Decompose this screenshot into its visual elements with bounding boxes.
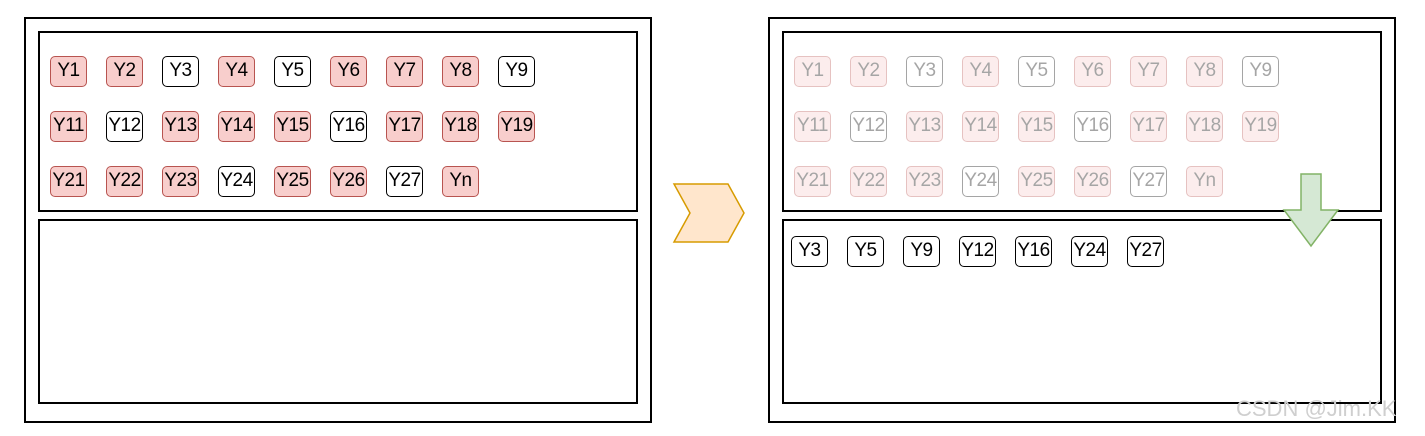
faded-item-chip: Y7 (1130, 56, 1167, 87)
faded-item-chip: Y12 (850, 111, 887, 142)
item-chip: Y24 (218, 166, 255, 197)
item-chip: Y18 (442, 111, 479, 142)
item-chip: Y11 (50, 111, 87, 142)
item-chip: Y17 (386, 111, 423, 142)
extracted-item-chip: Y27 (1127, 236, 1164, 267)
extracted-item-chip: Y3 (791, 236, 828, 267)
faded-item-chip: Y17 (1130, 111, 1167, 142)
faded-item-chip: Y23 (906, 166, 943, 197)
item-chip: Y15 (274, 111, 311, 142)
item-chip: Y25 (274, 166, 311, 197)
item-chip: Y7 (386, 56, 423, 87)
extracted-item-chip: Y12 (959, 236, 996, 267)
faded-item-chip: Y6 (1074, 56, 1111, 87)
faded-item-chip: Y8 (1186, 56, 1223, 87)
item-chip: Y6 (330, 56, 367, 87)
item-chip: Y12 (106, 111, 143, 142)
faded-item-chip: Y9 (1242, 56, 1279, 87)
extracted-item-chip: Y24 (1071, 236, 1108, 267)
faded-item-chip: Y2 (850, 56, 887, 87)
faded-item-chip: Y27 (1130, 166, 1167, 197)
faded-item-chip: Y26 (1074, 166, 1111, 197)
faded-item-chip: Y13 (906, 111, 943, 142)
faded-item-chip: Y25 (1018, 166, 1055, 197)
left-bottom-panel (38, 219, 638, 404)
watermark-text: CSDN @Jim.KK (1236, 396, 1397, 421)
item-chip: Y4 (218, 56, 255, 87)
right-top-panel (782, 31, 1382, 212)
item-chip: Y9 (498, 56, 535, 87)
faded-item-chip: Y14 (962, 111, 999, 142)
item-chip: Y14 (218, 111, 255, 142)
item-chip: Y27 (386, 166, 423, 197)
faded-item-chip: Y3 (906, 56, 943, 87)
item-chip: Yn (442, 166, 479, 197)
faded-item-chip: Y24 (962, 166, 999, 197)
faded-item-chip: Y4 (962, 56, 999, 87)
item-chip: Y1 (50, 56, 87, 87)
item-chip: Y2 (106, 56, 143, 87)
faded-item-chip: Y21 (794, 166, 831, 197)
item-chip: Y19 (498, 111, 535, 142)
item-chip: Y13 (162, 111, 199, 142)
item-chip: Y8 (442, 56, 479, 87)
faded-item-chip: Y19 (1242, 111, 1279, 142)
faded-item-chip: Y16 (1074, 111, 1111, 142)
chevron-arrow-icon (672, 183, 745, 243)
item-chip: Y21 (50, 166, 87, 197)
faded-item-chip: Y18 (1186, 111, 1223, 142)
faded-item-chip: Y5 (1018, 56, 1055, 87)
faded-item-chip: Yn (1186, 166, 1223, 197)
item-chip: Y23 (162, 166, 199, 197)
item-chip: Y3 (162, 56, 199, 87)
extracted-item-chip: Y5 (847, 236, 884, 267)
extracted-item-chip: Y9 (903, 236, 940, 267)
faded-item-chip: Y11 (794, 111, 831, 142)
item-chip: Y16 (330, 111, 367, 142)
item-chip: Y5 (274, 56, 311, 87)
faded-item-chip: Y15 (1018, 111, 1055, 142)
extracted-item-chip: Y16 (1015, 236, 1052, 267)
faded-item-chip: Y1 (794, 56, 831, 87)
faded-item-chip: Y22 (850, 166, 887, 197)
item-chip: Y26 (330, 166, 367, 197)
down-arrow-icon (1282, 173, 1340, 248)
item-chip: Y22 (106, 166, 143, 197)
